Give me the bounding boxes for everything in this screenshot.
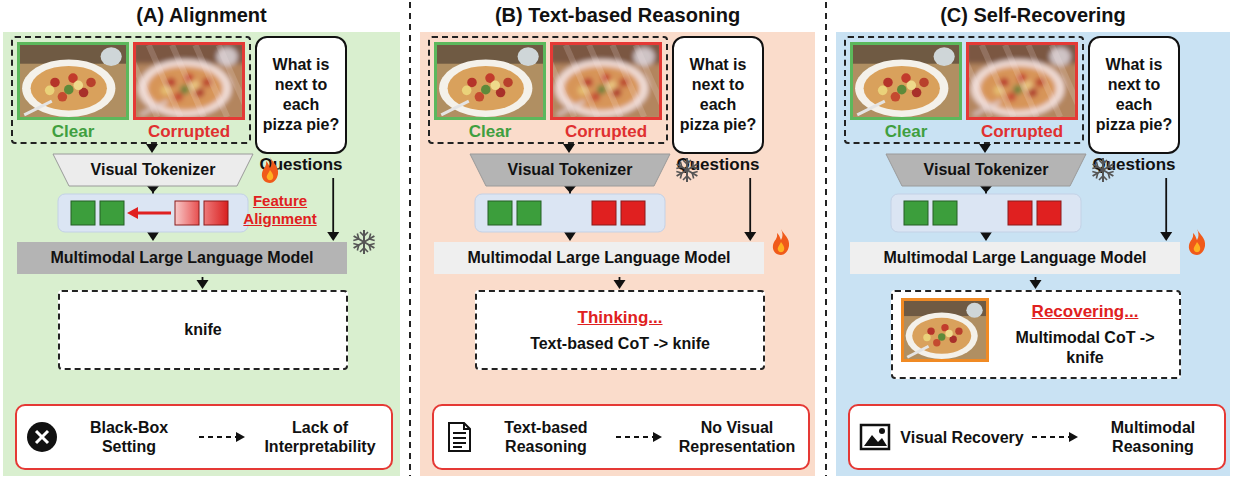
process-label: Recovering... bbox=[1032, 301, 1139, 322]
connector-arrow bbox=[146, 144, 158, 153]
panel-title: (C) Self-Recovering bbox=[826, 2, 1233, 28]
trainable-flame-icon bbox=[768, 228, 794, 256]
mllm-label: Multimodal Large Language Model bbox=[50, 248, 313, 268]
question-text: What is next to each pizza pie? bbox=[261, 55, 341, 135]
connector-arrow bbox=[979, 144, 991, 153]
output-text-column: Thinking... Text-based CoT -> knife bbox=[481, 292, 759, 368]
clear-image bbox=[850, 42, 962, 120]
connector-arrow bbox=[327, 178, 339, 241]
summary-text: No Visual Representation bbox=[668, 406, 806, 468]
output-text-column: knife bbox=[64, 292, 342, 368]
trainable-flame-icon bbox=[257, 156, 283, 184]
summary-box: Black-Box Setting Lack of Interpretabilit… bbox=[15, 404, 393, 470]
summary-text: Visual Recovery bbox=[896, 406, 1028, 468]
recovered-image bbox=[901, 298, 989, 362]
question-box: What is next to each pizza pie?Questions bbox=[1088, 36, 1180, 154]
process-label: Thinking... bbox=[578, 307, 663, 328]
tokenizer-label: Visual Tokenizer bbox=[508, 160, 633, 180]
visual-tokenizer: Visual Tokenizer bbox=[53, 154, 253, 186]
output-text-column: Recovering... Multimodal CoT -> knife bbox=[995, 292, 1175, 377]
separator-line bbox=[409, 2, 411, 476]
pizza-photo bbox=[553, 45, 659, 117]
token-row bbox=[53, 188, 253, 238]
connector-arrow bbox=[1030, 277, 1042, 289]
panel-title: (B) Text-based Reasoning bbox=[410, 2, 825, 28]
tokenizer-label: Visual Tokenizer bbox=[924, 160, 1049, 180]
mllm-label: Multimodal Large Language Model bbox=[467, 248, 730, 268]
method-panel: (B) Text-based ReasoningClearCorruptedWh… bbox=[420, 32, 815, 476]
image-caption: Corrupted bbox=[546, 122, 666, 142]
pizza-photo bbox=[136, 45, 242, 117]
frozen-snowflake-icon bbox=[674, 156, 700, 184]
corrupted-image bbox=[133, 42, 245, 120]
image-caption: Corrupted bbox=[962, 122, 1082, 142]
mllm-box: Multimodal Large Language Model bbox=[434, 242, 764, 274]
mllm-box: Multimodal Large Language Model bbox=[17, 242, 347, 274]
connector-arrow bbox=[614, 277, 626, 289]
method-panel: (A) AlignmentClearCorruptedWhat is next … bbox=[3, 32, 400, 476]
pizza-photo bbox=[853, 45, 959, 117]
image-caption: Corrupted bbox=[129, 122, 249, 142]
token-row bbox=[470, 188, 670, 238]
pizza-photo bbox=[437, 45, 543, 117]
image-caption: Clear bbox=[846, 122, 966, 142]
mllm-box: Multimodal Large Language Model bbox=[850, 242, 1180, 274]
question-text: What is next to each pizza pie? bbox=[1094, 55, 1174, 135]
separator-line bbox=[825, 2, 827, 476]
summary-box: Visual Recovery Multimodal Reasoning bbox=[848, 404, 1226, 470]
image-pair-box: ClearCorrupted bbox=[11, 36, 251, 144]
frozen-snowflake-icon bbox=[351, 228, 377, 256]
answer-text: Multimodal CoT -> knife bbox=[995, 328, 1175, 368]
output-box: Recovering... Multimodal CoT -> knife bbox=[891, 290, 1181, 379]
question-box: What is next to each pizza pie?Questions bbox=[255, 36, 347, 154]
image-pair-box: ClearCorrupted bbox=[428, 36, 668, 144]
clear-image bbox=[17, 42, 129, 120]
corrupted-image bbox=[550, 42, 662, 120]
method-panel: (C) Self-RecoveringClearCorruptedWhat is… bbox=[836, 32, 1230, 476]
summary-icon bbox=[25, 420, 59, 454]
output-box: knife bbox=[58, 290, 348, 370]
image-caption: Clear bbox=[430, 122, 550, 142]
connector-arrow bbox=[197, 277, 209, 289]
question-text: What is next to each pizza pie? bbox=[678, 55, 758, 135]
connector-arrow bbox=[744, 178, 756, 241]
pizza-photo bbox=[904, 301, 986, 359]
pizza-photo bbox=[969, 45, 1075, 117]
output-box: Thinking... Text-based CoT -> knife bbox=[475, 290, 765, 370]
feature-alignment-label: Feature Alignment bbox=[237, 192, 323, 228]
dashed-arrow bbox=[1030, 431, 1080, 443]
question-heading: Questions bbox=[245, 155, 357, 175]
visual-tokenizer: Visual Tokenizer bbox=[886, 154, 1086, 186]
summary-icon bbox=[858, 420, 892, 454]
image-pair-box: ClearCorrupted bbox=[844, 36, 1084, 144]
answer-text: Text-based CoT -> knife bbox=[530, 334, 710, 354]
mllm-label: Multimodal Large Language Model bbox=[883, 248, 1146, 268]
clear-image bbox=[434, 42, 546, 120]
summary-text: Multimodal Reasoning bbox=[1084, 406, 1222, 468]
image-caption: Clear bbox=[13, 122, 133, 142]
frozen-snowflake-icon bbox=[1090, 156, 1116, 184]
tokenizer-label: Visual Tokenizer bbox=[91, 160, 216, 180]
dashed-arrow bbox=[614, 431, 664, 443]
summary-text: Black-Box Setting bbox=[63, 406, 195, 468]
dashed-arrow bbox=[197, 431, 247, 443]
connector-arrow bbox=[563, 144, 575, 153]
pizza-photo bbox=[20, 45, 126, 117]
summary-text: Text-based Reasoning bbox=[480, 406, 612, 468]
corrupted-image bbox=[966, 42, 1078, 120]
answer-text: knife bbox=[184, 320, 221, 340]
connector-arrow bbox=[1160, 178, 1172, 241]
token-row bbox=[886, 188, 1086, 238]
question-box: What is next to each pizza pie?Questions bbox=[672, 36, 764, 154]
summary-box: Text-based Reasoning No Visual Representa… bbox=[432, 404, 810, 470]
panel-title: (A) Alignment bbox=[0, 2, 410, 28]
visual-tokenizer: Visual Tokenizer bbox=[470, 154, 670, 186]
summary-text: Lack of Interpretability bbox=[251, 406, 389, 468]
trainable-flame-icon bbox=[1184, 228, 1210, 256]
summary-icon bbox=[442, 420, 476, 454]
